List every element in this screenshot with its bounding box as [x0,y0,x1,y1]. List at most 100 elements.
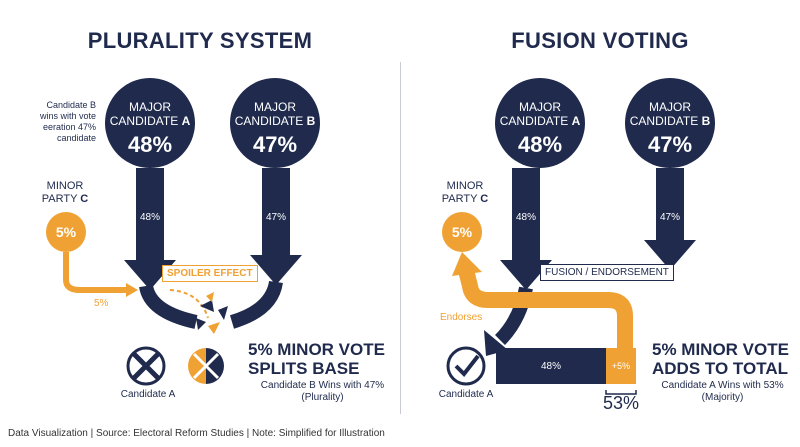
minor-arrowhead [126,283,138,297]
fusion-b-arrow [644,168,696,270]
fusion-arrow-a-label: 48% [515,212,536,223]
check-icon [446,346,486,386]
circle-letter: B [306,114,316,128]
x-mark-icon [132,352,160,380]
plurality-headline: 5% MINOR VOTE SPLITS BASE [248,340,388,378]
fusion-candidate-b-circle: MAJOR CANDIDATE B 47% [625,78,715,168]
result-bar-main [496,348,606,384]
result-bar-add-label: +5% [611,361,631,371]
circle-label: MAJOR CANDIDATE B [625,100,715,128]
check-icon [454,354,480,378]
note-line: Candidate B [46,100,96,110]
plurality-candidate-a-caption: Candidate A [120,389,176,400]
headline-line2: ADDS TO TOTAL [652,359,788,378]
fusion-subtext: Candidate A Wins with 53% (Majority) [650,380,795,404]
spoiler-effect-tag: SPOILER EFFECT [162,265,258,282]
shatter-icon [208,322,220,334]
plurality-subtext: Candidate B Wins with 47% (Plurality) [250,380,395,404]
note-line: candidate [56,133,96,143]
fusion-minor-party-circle: 5% [442,212,482,252]
footer-source: Data Visualization | Source: Electoral R… [8,428,385,439]
minor-party-circle: 5% [46,212,86,252]
x-mark-icon [206,348,224,384]
circle-letter: A [571,114,581,128]
candidate-b-pct: 47% [252,132,298,157]
total-bracket [605,390,637,395]
total-value: 53% [602,393,640,413]
sub-line2: (Plurality) [301,392,344,403]
fusion-candidate-a-circle: MAJOR CANDIDATE A 48% [495,78,585,168]
endorses-arrowhead [452,252,482,276]
circle-line2-text: CANDIDATE [629,114,702,128]
minor-line2-text: PARTY [441,193,481,205]
circle-label: MAJOR CANDIDATE A [105,100,195,128]
sub-line1: Candidate A Wins with 53% [661,380,784,391]
fusion-candidate-a-caption: Candidate A [438,389,494,400]
arrow-b-label: 47% [265,212,286,223]
plurality-title: PLURALITY SYSTEM [87,28,313,53]
x-mark-icon [188,348,206,384]
plurality-note: Candidate B wins with vote eeration 47% … [20,100,96,144]
headline-line1: 5% MINOR VOTE [248,340,385,359]
x-mark-icon [126,346,166,386]
fusion-headline: 5% MINOR VOTE ADDS TO TOTAL [652,340,792,378]
circle-label: MAJOR CANDIDATE B [230,100,320,128]
circle-line2: CANDIDATE A [105,114,195,128]
minor-line1: MINOR [446,180,484,192]
circle-line2-text: CANDIDATE [234,114,307,128]
minor-arrow [63,252,128,293]
note-line: eeration 47% [42,122,96,132]
circle-label: MAJOR CANDIDATE A [495,100,585,128]
result-bar-main-label: 48% [540,361,561,372]
shatter-icon [218,306,228,320]
circle-line2: CANDIDATE B [625,114,715,128]
arrow-a-label: 48% [139,212,160,223]
minor-letter: C [480,193,489,205]
sub-line2: (Majority) [701,392,744,403]
endorses-label: Endorses [440,312,483,323]
panel-divider [400,62,401,414]
circle-line1: MAJOR [129,100,171,114]
shatter-icon [206,292,214,302]
result-bar-add [606,348,636,384]
minor-party-label: MINOR PARTY C [40,180,90,206]
minor-line1: MINOR [46,180,84,192]
fusion-title: FUSION VOTING [511,28,689,53]
note-line: wins with vote [39,111,96,121]
minor-letter: C [80,193,89,205]
shatter-icon [196,318,206,330]
sub-line1: Candidate B Wins with 47% [260,380,385,391]
headline-line2: SPLITS BASE [248,359,360,378]
shatter-icon [200,300,214,312]
x-mark-icon [192,352,220,380]
fusion-a-arrow [500,168,552,290]
plurality-arrows [63,168,302,386]
candidate-a-curve [139,284,198,329]
circle-line1: MAJOR [649,100,691,114]
circle-line2-text: CANDIDATE [109,114,182,128]
circle-line1: MAJOR [254,100,296,114]
fusion-arrow-b-label: 47% [659,212,680,223]
headline-line1: 5% MINOR VOTE [652,340,789,359]
circle-letter: B [701,114,711,128]
fusion-minor-party-label: MINOR PARTY C [440,180,490,206]
circle-line2: CANDIDATE B [230,114,320,128]
minor-line2: PARTY C [40,193,90,206]
major-candidate-a-circle: MAJOR CANDIDATE A 48% [105,78,195,168]
endorses-arrow [458,268,633,352]
circle-line2-text: CANDIDATE [499,114,572,128]
candidate-a-arrow [124,168,176,290]
circle-letter: A [181,114,191,128]
fusion-candidate-b-pct: 47% [647,132,693,157]
fusion-endorsement-tag: FUSION / ENDORSEMENT [540,264,674,281]
major-candidate-b-circle: MAJOR CANDIDATE B 47% [230,78,320,168]
candidate-b-curve [229,280,283,329]
minor-line2: PARTY C [440,193,490,206]
circle-line2: CANDIDATE A [495,114,585,128]
fusion-candidate-a-pct: 48% [517,132,563,157]
minor-arrow-label: 5% [94,298,109,309]
candidate-a-pct: 48% [127,132,173,157]
circle-line1: MAJOR [519,100,561,114]
minor-line2-text: PARTY [41,193,81,205]
candidate-b-arrow [250,168,302,285]
